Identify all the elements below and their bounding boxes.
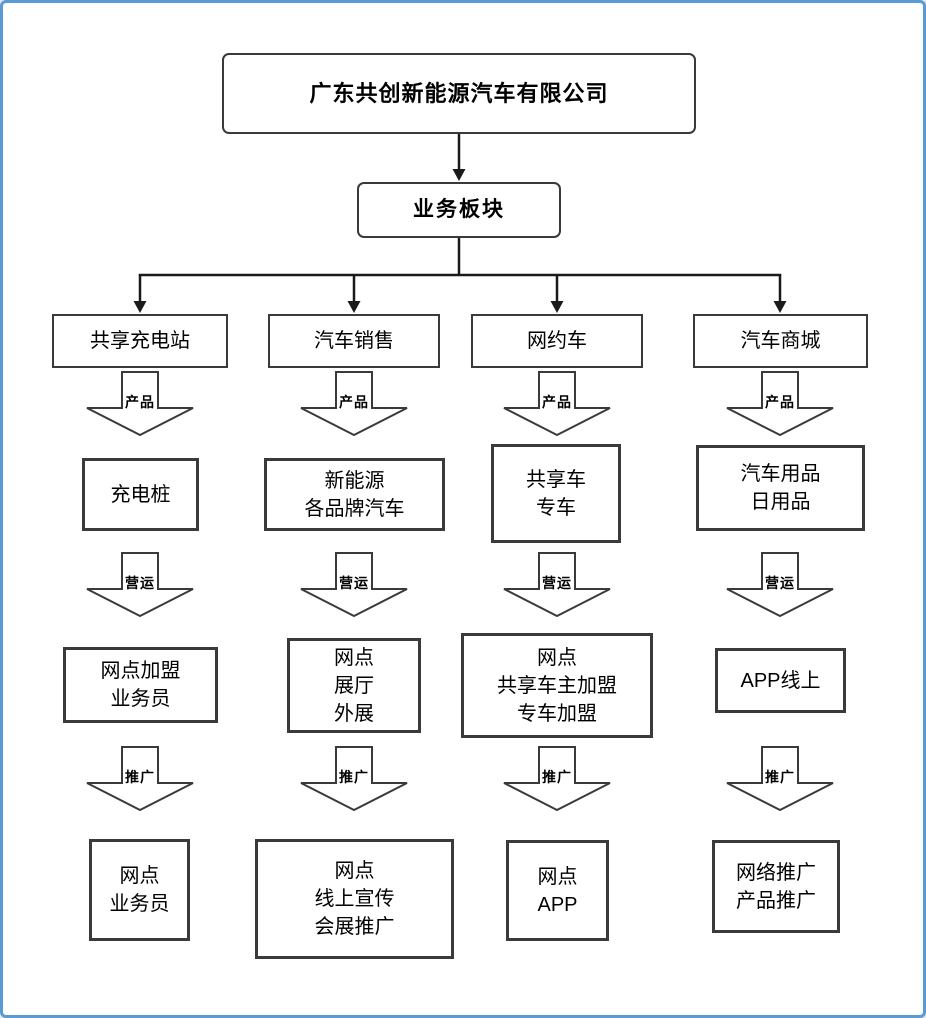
stage-arrow-label: 推广 (765, 769, 795, 785)
stage-arrow-label: 产品 (542, 394, 572, 410)
down-block-arrow-icon (726, 746, 834, 812)
product-box-shared-cars: 共享车 专车 (491, 444, 621, 543)
product-box-label: 汽车用品 日用品 (740, 463, 821, 513)
business-block-box: 业务板块 (357, 182, 561, 238)
stage-arrow-label: 推广 (339, 769, 369, 785)
product-box-charging-pile: 充电桩 (82, 458, 199, 531)
down-block-arrow-icon (503, 552, 611, 618)
column-header-car-mall: 汽车商城 (693, 314, 868, 368)
stage-arrow-product-col2: 产品 (299, 371, 409, 437)
stage-arrow-promotion-col1: 推广 (85, 746, 195, 812)
product-box-car-supplies: 汽车用品 日用品 (696, 445, 865, 531)
stage-arrow-product-col3: 产品 (502, 371, 612, 437)
down-block-arrow-icon (503, 371, 611, 437)
stage-arrow-promotion-col3: 推广 (502, 746, 612, 812)
column-header-label: 汽车商城 (740, 330, 821, 352)
operation-box-app-online: APP线上 (715, 648, 846, 713)
down-block-arrow-icon (86, 552, 194, 618)
product-box-label: 新能源 各品牌汽车 (304, 469, 405, 520)
promotion-box-network-product: 网络推广 产品推广 (712, 840, 840, 933)
stage-arrow-operation-col3: 营运 (502, 552, 612, 618)
operation-box-label: APP线上 (740, 669, 821, 692)
promotion-box-label: 网络推广 产品推广 (736, 861, 816, 912)
promotion-box-label: 网点 业务员 (109, 865, 170, 915)
stage-arrow-label: 营运 (765, 575, 795, 591)
down-block-arrow-icon (726, 552, 834, 618)
column-header-label: 汽车销售 (314, 330, 394, 352)
promotion-box-outlet-salesperson: 网点 业务员 (89, 839, 190, 941)
column-header-ride-hailing: 网约车 (471, 314, 643, 368)
stage-arrow-product-col4: 产品 (725, 371, 835, 437)
business-block-label: 业务板块 (413, 198, 505, 221)
column-header-car-sales: 汽车销售 (268, 314, 440, 368)
down-block-arrow-icon (503, 746, 611, 812)
company-name: 广东共创新能源汽车有限公司 (309, 80, 609, 106)
product-box-new-energy-cars: 新能源 各品牌汽车 (264, 458, 445, 531)
column-header-charging-station: 共享充电站 (52, 314, 228, 368)
down-block-arrow-icon (726, 371, 834, 437)
down-block-arrow-icon (300, 371, 408, 437)
stage-arrow-operation-col2: 营运 (299, 552, 409, 618)
company-root-box: 广东共创新能源汽车有限公司 (222, 53, 696, 134)
product-box-label: 共享车 专车 (526, 468, 586, 519)
stage-arrow-label: 推广 (125, 769, 155, 785)
stage-arrow-operation-col1: 营运 (85, 552, 195, 618)
operation-box-label: 网点加盟 业务员 (100, 660, 181, 710)
down-block-arrow-icon (86, 746, 194, 812)
stage-arrow-label: 产品 (765, 394, 795, 410)
operation-box-label: 网点 展厅 外展 (334, 646, 374, 725)
stage-arrow-label: 产品 (125, 394, 155, 410)
promotion-box-label: 网点 APP (537, 865, 578, 916)
operation-box-label: 网点 共享车主加盟 专车加盟 (497, 646, 617, 725)
product-box-label: 充电桩 (110, 483, 171, 506)
stage-arrow-product-col1: 产品 (85, 371, 195, 437)
operation-box-outlet-franchise: 网点加盟 业务员 (63, 647, 218, 723)
stage-arrow-label: 营运 (542, 575, 572, 591)
operation-box-car-owner-franchise: 网点 共享车主加盟 专车加盟 (461, 633, 653, 738)
stage-arrow-promotion-col2: 推广 (299, 746, 409, 812)
stage-arrow-label: 推广 (542, 769, 572, 785)
promotion-box-label: 网点 线上宣传 会展推广 (314, 860, 395, 938)
stage-arrow-promotion-col4: 推广 (725, 746, 835, 812)
promotion-box-online-exhibition: 网点 线上宣传 会展推广 (255, 839, 454, 959)
promotion-box-outlet-app: 网点 APP (506, 840, 609, 941)
stage-arrow-label: 营运 (125, 575, 155, 591)
stage-arrow-label: 产品 (339, 394, 369, 410)
column-header-label: 网约车 (527, 330, 587, 352)
column-header-label: 共享充电站 (90, 330, 190, 352)
down-block-arrow-icon (300, 746, 408, 812)
operation-box-showroom: 网点 展厅 外展 (287, 638, 421, 733)
stage-arrow-operation-col4: 营运 (725, 552, 835, 618)
stage-arrow-label: 营运 (339, 575, 369, 591)
down-block-arrow-icon (86, 371, 194, 437)
down-block-arrow-icon (300, 552, 408, 618)
